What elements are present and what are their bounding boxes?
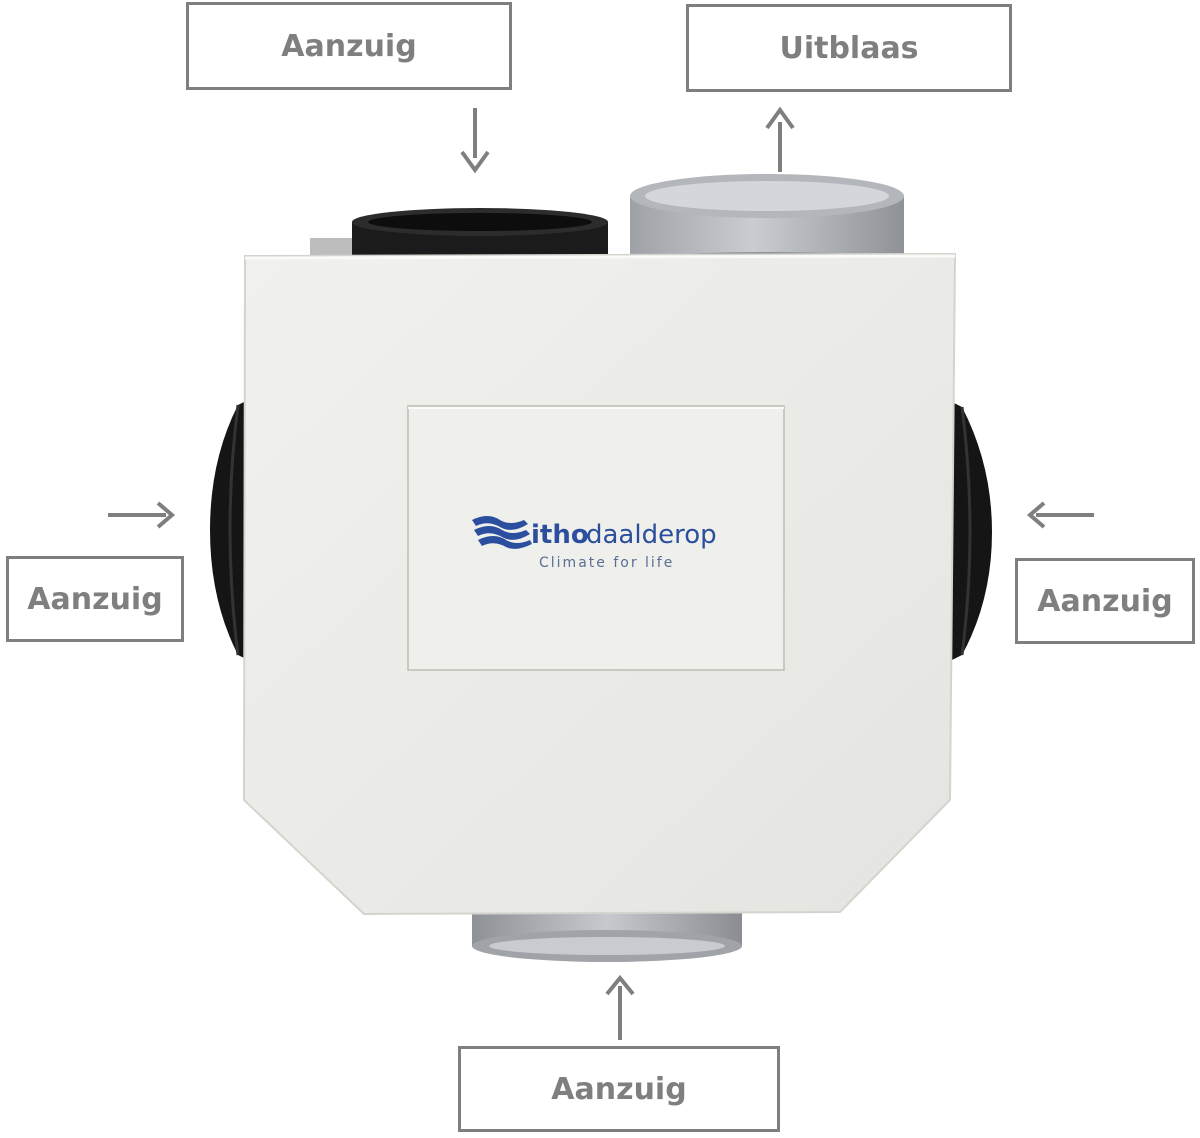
left-black-connector	[210, 400, 248, 660]
top-right-silver-duct	[630, 174, 904, 272]
arrow-left-right-side	[1026, 501, 1094, 529]
arrow-up-bottom	[605, 974, 635, 1040]
arrow-down-top-left	[460, 108, 490, 174]
arrow-right-left-side	[108, 501, 176, 529]
brand-name-daalderop: daalderop	[586, 520, 717, 550]
label-top-left-intake: Aanzuig	[186, 2, 512, 90]
brand-name-itho: itho	[531, 520, 589, 550]
label-bottom-intake: Aanzuig	[458, 1046, 780, 1132]
label-left-intake: Aanzuig	[6, 556, 184, 642]
wave-logo-icon	[472, 516, 532, 549]
itho-daalderop-logo: itho daalderop Climate for life	[472, 516, 717, 571]
label-right-intake: Aanzuig	[1015, 558, 1195, 644]
brand-tagline: Climate for life	[539, 555, 674, 571]
label-top-right-exhaust: Uitblaas	[686, 4, 1012, 92]
right-black-connector	[952, 402, 992, 660]
arrow-up-top-right	[765, 106, 795, 172]
front-panel	[407, 405, 785, 671]
